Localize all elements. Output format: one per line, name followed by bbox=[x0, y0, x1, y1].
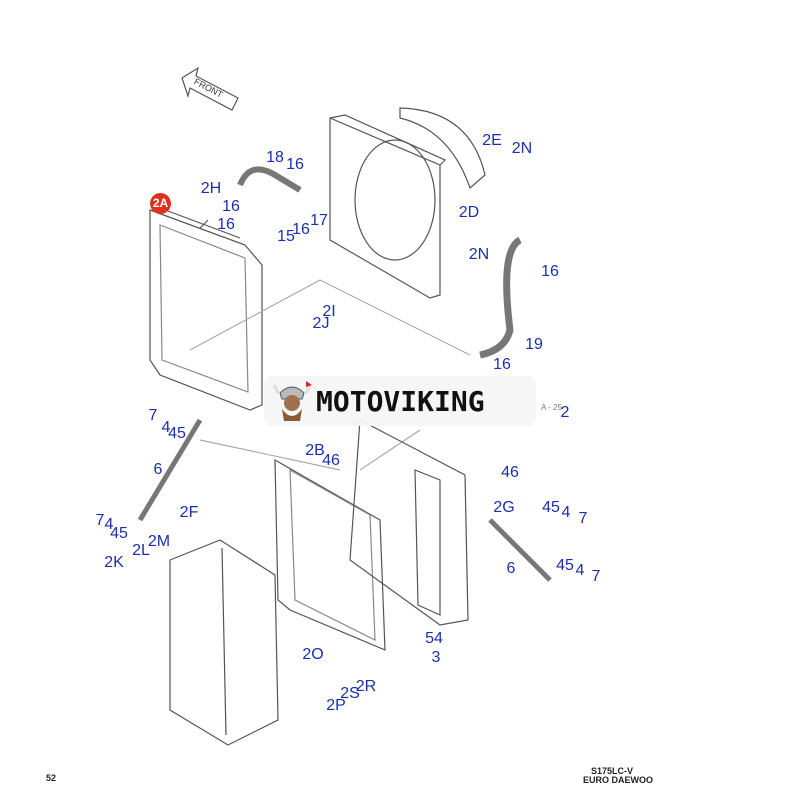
front-arrow-icon bbox=[181, 66, 239, 111]
callout: 17 bbox=[310, 212, 328, 229]
callout: 2E bbox=[482, 132, 502, 149]
callout: 16 bbox=[286, 156, 304, 173]
main-part-badge: 2A bbox=[150, 193, 171, 214]
callout: 6 bbox=[506, 560, 516, 577]
callout: 4 bbox=[575, 562, 585, 579]
callout: 7 bbox=[591, 568, 601, 585]
callout: 7 bbox=[578, 510, 588, 527]
callout: 2O bbox=[302, 646, 324, 663]
callout: 16 bbox=[493, 356, 511, 373]
callout: 2H bbox=[200, 180, 222, 197]
viking-mascot-icon bbox=[272, 381, 312, 421]
guide-lines bbox=[189, 279, 471, 471]
fan-shroud bbox=[329, 114, 447, 299]
callout: 46 bbox=[322, 452, 340, 469]
callout: 4 bbox=[161, 419, 171, 436]
callout: 2N bbox=[468, 246, 490, 263]
watermark-text: MOTOVIKING bbox=[316, 384, 485, 418]
intercooler-frame bbox=[349, 419, 469, 626]
callout: 19 bbox=[525, 336, 543, 353]
callout: 45 bbox=[542, 499, 560, 516]
callout: 46 bbox=[501, 464, 519, 481]
callout: 2J bbox=[312, 315, 330, 332]
callout: 3 bbox=[431, 649, 441, 666]
callout: 2K bbox=[104, 554, 124, 571]
callout: 2F bbox=[179, 504, 199, 521]
callout: 2 bbox=[560, 404, 570, 421]
model-name: S175LC-V bbox=[591, 766, 634, 776]
callout: 2G bbox=[493, 499, 515, 516]
callout: 4 bbox=[104, 516, 114, 533]
callout: 6 bbox=[153, 461, 163, 478]
callout: 15 bbox=[277, 228, 295, 245]
side-grille bbox=[169, 539, 279, 746]
callout: 54 bbox=[425, 630, 443, 647]
callout: 16 bbox=[292, 221, 310, 238]
callout: 18 bbox=[266, 149, 284, 166]
callout: 45 bbox=[556, 557, 574, 574]
callout: 2I bbox=[322, 303, 336, 320]
callout: 2S bbox=[340, 685, 360, 702]
callout: 2L bbox=[132, 542, 150, 559]
callout: 7 bbox=[148, 407, 158, 424]
callout: 4 bbox=[561, 504, 571, 521]
callout: 16 bbox=[217, 216, 235, 233]
reference-note: A - 25 bbox=[541, 403, 562, 412]
lower-hose bbox=[479, 236, 523, 359]
callout: 45 bbox=[168, 425, 186, 442]
stay-rod-right bbox=[488, 518, 552, 582]
fan-guard bbox=[399, 107, 486, 190]
watermark-banner: MOTOVIKING bbox=[264, 376, 536, 426]
callout: 2R bbox=[355, 678, 377, 695]
manufacturer-name: EURO DAEWOO bbox=[583, 775, 654, 785]
stay-rod-left bbox=[137, 418, 203, 522]
callout: 2N bbox=[511, 140, 533, 157]
callout: 2D bbox=[458, 204, 480, 221]
callout: 16 bbox=[222, 198, 240, 215]
callout: 2B bbox=[305, 442, 325, 459]
callout: 2P bbox=[326, 697, 346, 714]
callout: 7 bbox=[95, 512, 105, 529]
radiator-core bbox=[149, 204, 263, 411]
oil-cooler bbox=[274, 458, 386, 651]
callout: 16 bbox=[541, 263, 559, 280]
callout: 2M bbox=[147, 533, 171, 550]
page-number: 52 bbox=[46, 773, 57, 783]
callout: 45 bbox=[110, 525, 128, 542]
upper-hose bbox=[237, 166, 302, 193]
